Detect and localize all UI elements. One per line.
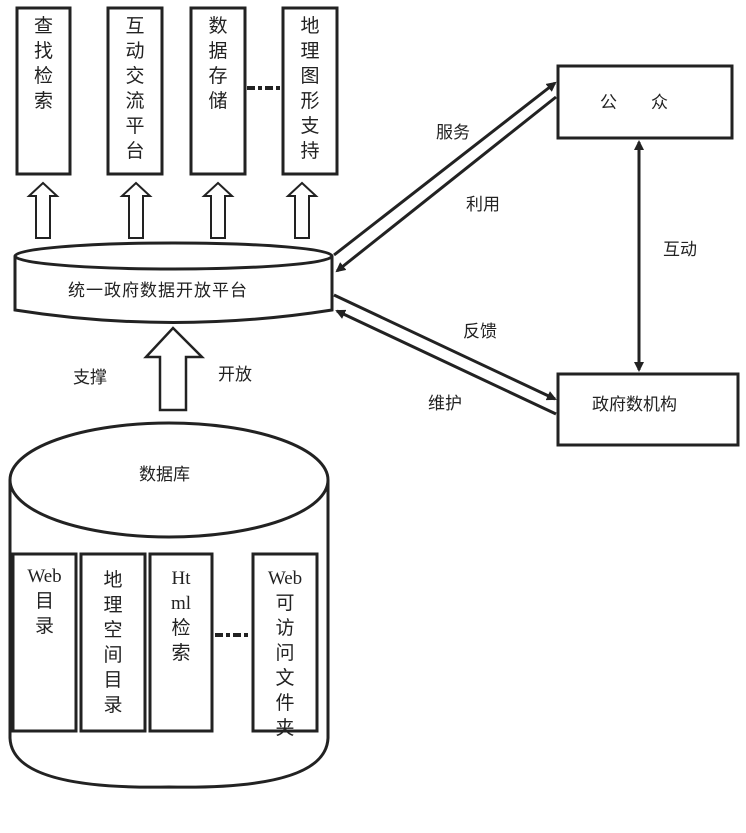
db-item-label-geo-directory: 地 理 空 间 目 录 <box>103 569 123 716</box>
use-arrow <box>335 95 557 273</box>
db-item-box-html-search[interactable] <box>148 552 214 733</box>
up-arrow-icon <box>119 181 153 239</box>
database-cylinder[interactable] <box>8 421 330 789</box>
module-label-storage: 数 据 存 储 <box>208 15 228 112</box>
db-item-box-web-directory[interactable] <box>11 552 78 733</box>
feedback-arrow <box>333 293 557 401</box>
db-item-box-geo-directory[interactable] <box>79 552 147 733</box>
database-label: 数据库 <box>139 465 190 485</box>
module-label-interaction: 互 动 交 流 平 台 <box>125 15 145 162</box>
service-arrow <box>333 81 557 257</box>
support-arrow-icon <box>143 326 206 412</box>
platform-label: 统一政府数据开放平台 <box>68 281 248 301</box>
up-arrow-icon <box>26 181 60 239</box>
up-arrow-icon <box>201 181 235 239</box>
public-label: 公 众 <box>600 93 668 113</box>
government-box[interactable] <box>556 372 740 447</box>
module-box-storage[interactable] <box>189 6 247 176</box>
module-label-geo: 地 理 图 形 支 持 <box>300 15 320 162</box>
interaction-label: 互动 <box>663 240 697 260</box>
open-label: 开放 <box>218 365 252 385</box>
module-label-search: 查 找 检 索 <box>33 15 53 112</box>
support-label: 支撑 <box>73 368 107 388</box>
up-arrow-icon <box>285 181 319 239</box>
maintain-label: 维护 <box>428 394 462 414</box>
db-item-label-web-directory: Web 目 录 <box>27 566 62 637</box>
government-label: 政府数机构 <box>592 395 677 415</box>
use-label: 利用 <box>466 195 500 215</box>
db-item-box-web-folder[interactable] <box>251 552 319 733</box>
service-label: 服务 <box>436 123 470 143</box>
feedback-label: 反馈 <box>463 322 497 342</box>
public-box[interactable] <box>556 64 734 140</box>
module-box-interaction[interactable] <box>106 6 164 176</box>
db-item-label-html-search: Ht ml 检 索 <box>170 568 192 664</box>
maintain-arrow <box>335 309 557 416</box>
platform-disc[interactable] <box>13 241 334 324</box>
db-item-label-web-folder: Web 可 访 问 文 件 夹 <box>267 568 303 739</box>
module-box-geo[interactable] <box>281 6 339 176</box>
module-box-search[interactable] <box>15 6 72 176</box>
